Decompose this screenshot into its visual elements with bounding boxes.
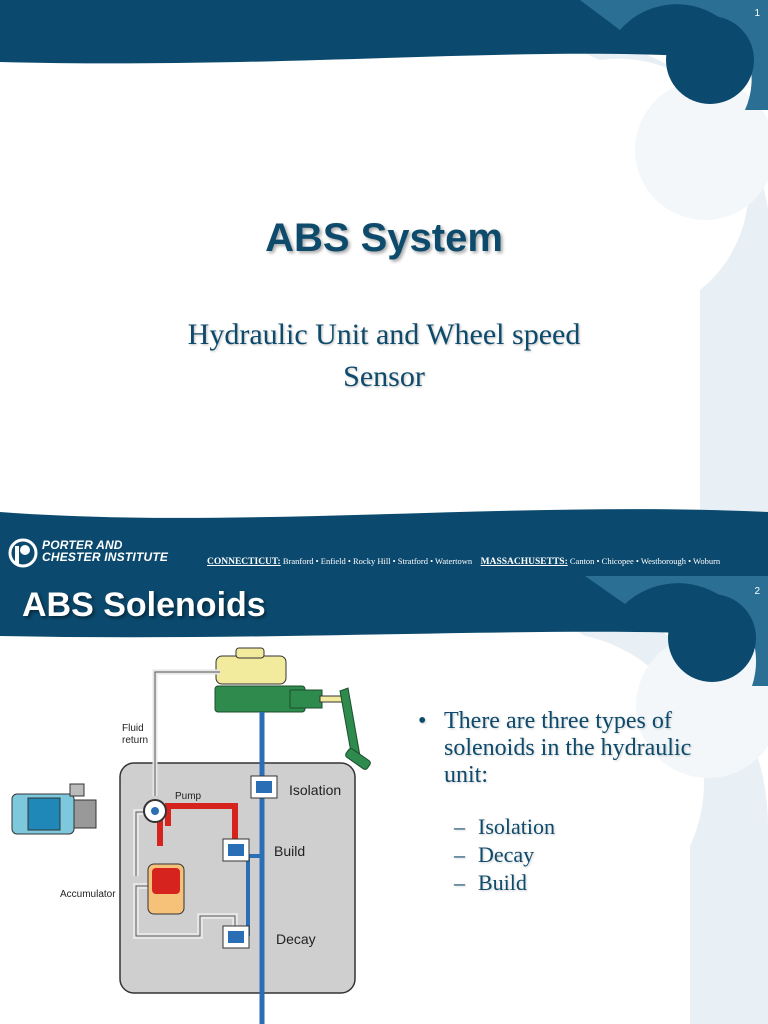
- brake-pedal: [339, 687, 371, 770]
- pump-label: Pump: [175, 791, 202, 802]
- slide-number: 2: [754, 586, 760, 597]
- list-item: – Isolation: [454, 813, 758, 841]
- header-band: [0, 0, 768, 64]
- connecticut-label: CONNECTICUT:: [207, 557, 281, 567]
- list-item-text: Build: [478, 870, 527, 895]
- campus-locations: CONNECTICUT: Branford • Enfield • Rocky …: [207, 556, 720, 567]
- bullet-dot: •: [418, 708, 427, 734]
- fluid-return-label-line-1: Fluid: [122, 723, 144, 734]
- subtitle-line-1: Hydraulic Unit and Wheel speed: [187, 318, 581, 351]
- decay-label: Decay: [276, 931, 316, 947]
- decay-valve: [222, 925, 250, 949]
- institute-name: PORTER AND CHESTER INSTITUTE: [42, 539, 168, 563]
- header-band: [0, 576, 768, 638]
- slide-title: ABS System: [265, 216, 503, 260]
- build-label: Build: [274, 843, 306, 859]
- slide-2-background: [0, 576, 768, 1024]
- institute-name-line-2: CHESTER INSTITUTE: [42, 550, 169, 564]
- institute-logo-icon: [8, 538, 38, 568]
- accumulator-label: Accumulator: [60, 889, 116, 900]
- isolation-label: Isolation: [289, 782, 342, 798]
- slide-2: 2 ABS Solenoids: [0, 576, 768, 1024]
- header-logo-shape: [510, 0, 768, 110]
- list-item: – Decay: [454, 841, 758, 869]
- list-item-text: Isolation: [478, 814, 555, 839]
- slide-subtitle: Hydraulic Unit and Wheel speed Sensor: [0, 314, 768, 398]
- institute-name-line-1: PORTER AND: [42, 538, 123, 552]
- bullet-item: • There are three types of solenoids in …: [418, 708, 758, 789]
- fluid-return-label: Fluid return: [122, 723, 148, 747]
- dash-marker: –: [454, 842, 465, 867]
- fluid-return-label-line-2: return: [122, 735, 149, 746]
- bullet-line-3: unit:: [444, 762, 489, 788]
- massachusetts-label: MASSACHUSETTS:: [480, 557, 568, 567]
- subtitle-line-2: Sensor: [343, 360, 425, 393]
- dash-marker: –: [454, 870, 465, 895]
- massachusetts-towns: Canton • Chicopee • Westborough • Woburn: [569, 556, 721, 566]
- slide-1-background: [0, 0, 768, 576]
- footer-band: [0, 509, 768, 576]
- bullet-line-2: solenoids in the hydraulic: [444, 735, 692, 761]
- connecticut-towns: Branford • Enfield • Rocky Hill • Stratf…: [282, 556, 473, 566]
- list-item: – Build: [454, 869, 758, 897]
- watermark-logo: [555, 39, 768, 560]
- bullet-text: There are three types of solenoids in th…: [444, 708, 691, 789]
- isolation-valve: [250, 775, 278, 799]
- institute-footer: PORTER AND CHESTER INSTITUTE CONNECTICUT…: [0, 528, 768, 576]
- header-logo-shape: [515, 576, 768, 686]
- solenoid-type-list: – Isolation – Decay – Build: [418, 813, 758, 897]
- pump-component: [143, 799, 167, 823]
- bullet-line-1: There are three types of: [444, 708, 672, 734]
- slide-number: 1: [754, 8, 760, 19]
- pump-motor: [11, 783, 97, 835]
- build-valve: [222, 838, 250, 862]
- slide-title: ABS Solenoids: [22, 586, 266, 624]
- accumulator-component: [147, 863, 185, 915]
- master-cylinder: [214, 647, 343, 713]
- slide-1: 1 ABS System Hydraulic Unit and Wheel sp…: [0, 0, 768, 576]
- bullet-list: • There are three types of solenoids in …: [418, 708, 758, 897]
- list-item-text: Decay: [478, 842, 535, 867]
- abs-hydraulic-diagram: [11, 647, 371, 1024]
- dash-marker: –: [454, 814, 465, 839]
